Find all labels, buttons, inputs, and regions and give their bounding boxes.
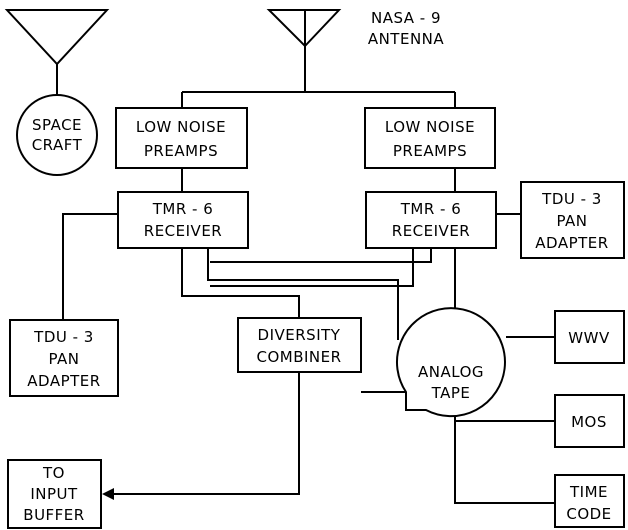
pan-adapter-right-box: TDU - 3 PAN ADAPTER xyxy=(520,181,625,259)
receiver-left-to-pan-adapter xyxy=(62,213,118,320)
input-buffer-line-1: TO xyxy=(42,464,65,482)
spacecraft-label-line-1: SPACE xyxy=(32,116,82,134)
diversity-combiner-line-1: DIVERSITY xyxy=(258,326,341,344)
pan-adapter-left-line-1: TDU - 3 xyxy=(33,328,94,346)
receiver-right-line-1: TMR - 6 xyxy=(400,200,462,218)
input-buffer-line-3: BUFFER xyxy=(23,506,84,524)
antenna-label-line-1: NASA - 9 xyxy=(371,9,441,27)
analog-tape-node: ANALOG TAPE xyxy=(395,307,506,418)
receiver-right-box: TMR - 6 RECEIVER xyxy=(365,191,497,249)
analog-tape-line-1: ANALOG xyxy=(418,363,484,381)
combiner-to-input-buffer xyxy=(110,372,300,495)
antenna-label-line-2: ANTENNA xyxy=(368,30,445,48)
pan-adapter-left-line-3: ADAPTER xyxy=(27,372,100,390)
wwv-label: WWV xyxy=(568,329,610,347)
input-buffer-box: TO INPUT BUFFER xyxy=(7,459,102,529)
preamp-left-line-2: PREAMPS xyxy=(144,142,218,160)
pan-adapter-right-line-2: PAN xyxy=(556,212,587,230)
receiver-left-line-2: RECEIVER xyxy=(144,222,222,240)
time-code-line-2: CODE xyxy=(566,505,611,523)
preamp-right-box: LOW NOISE PREAMPS xyxy=(364,107,496,169)
time-code-box: TIME CODE xyxy=(554,474,625,528)
preamp-left-line-1: LOW NOISE xyxy=(136,118,226,136)
diversity-combiner-box: DIVERSITY COMBINER xyxy=(237,317,362,373)
receiver-right-line-2: RECEIVER xyxy=(392,222,470,240)
receiver-right-to-combiner-b xyxy=(210,248,414,287)
pan-adapter-right-line-3: ADAPTER xyxy=(535,234,608,252)
wwv-box: WWV xyxy=(554,310,625,364)
spacecraft-node: SPACE CRAFT xyxy=(16,94,98,176)
receiver-left-box: TMR - 6 RECEIVER xyxy=(117,191,249,249)
mos-label: MOS xyxy=(571,413,607,431)
mos-box: MOS xyxy=(554,394,625,448)
preamp-left-box: LOW NOISE PREAMPS xyxy=(115,107,248,169)
spacecraft-label-line-2: CRAFT xyxy=(32,136,83,154)
pan-adapter-left-line-2: PAN xyxy=(48,350,79,368)
receiver-left-line-1: TMR - 6 xyxy=(152,200,214,218)
preamp-right-line-1: LOW NOISE xyxy=(385,118,475,136)
analog-tape-line-2: TAPE xyxy=(431,384,471,402)
input-buffer-line-2: INPUT xyxy=(30,485,78,503)
diversity-combiner-line-2: COMBINER xyxy=(256,348,341,366)
arrow-head-icon xyxy=(102,488,114,500)
spacecraft-antenna-icon xyxy=(4,9,110,66)
tape-to-time-code xyxy=(454,421,555,504)
receiver-left-to-tape xyxy=(207,248,399,340)
pan-adapter-left-box: TDU - 3 PAN ADAPTER xyxy=(9,319,119,397)
receiver-right-to-combiner-a xyxy=(210,248,432,263)
pan-adapter-right-line-1: TDU - 3 xyxy=(541,190,602,208)
preamp-right-line-2: PREAMPS xyxy=(393,142,467,160)
time-code-line-1: TIME xyxy=(569,483,608,501)
receiver-left-to-combiner xyxy=(181,248,300,318)
